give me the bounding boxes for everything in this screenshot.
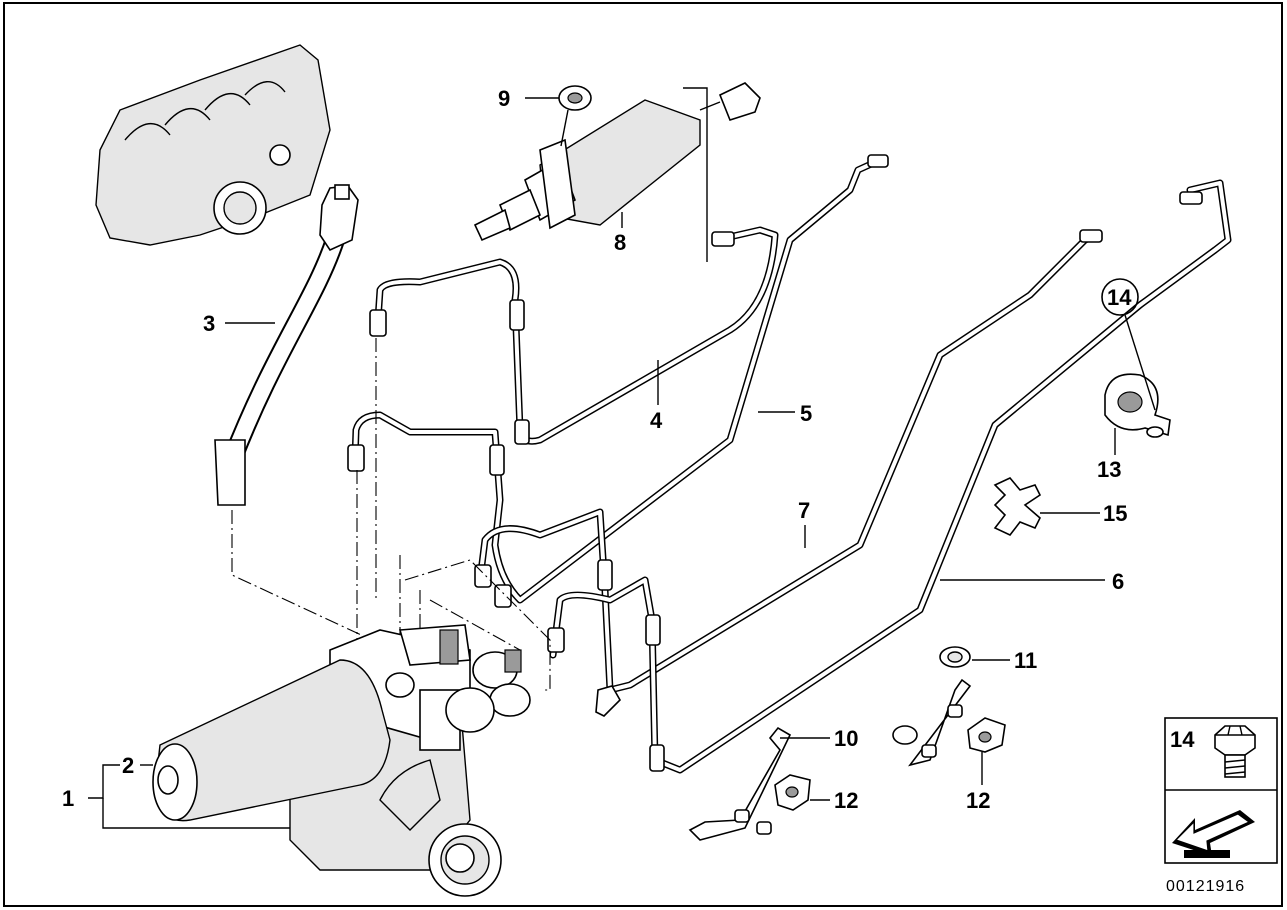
retainer-15: [993, 477, 1042, 536]
callout-14-circle: [1101, 278, 1139, 316]
callout-7: 7: [798, 498, 810, 523]
callout-14: 14: [1107, 285, 1132, 310]
callout-2: 2: [122, 753, 134, 778]
arrow-icon: [1172, 810, 1255, 858]
bracket-10: [688, 726, 792, 841]
callout-9: 9: [498, 86, 510, 111]
callout-15: 15: [1103, 501, 1127, 526]
callout-1: 1: [62, 786, 74, 811]
legend-bolt-label: 14: [1170, 727, 1195, 752]
pipe-6: [549, 179, 1232, 774]
diagram-frame: [3, 2, 1283, 907]
clamp-13: [1104, 373, 1171, 438]
leader-lines: [88, 97, 1156, 829]
assembly-lines: [231, 338, 551, 691]
legend-box: 14: [1164, 717, 1278, 864]
slave-cylinder-8: [473, 82, 761, 262]
pipe-fittings: [347, 154, 1203, 772]
document-number: 00121916: [1166, 878, 1245, 895]
callout-5: 5: [800, 401, 812, 426]
bracket-11: [892, 646, 972, 767]
engine-cover: [95, 44, 331, 246]
pipe-4: [374, 226, 779, 445]
nut-9: [558, 85, 592, 111]
callout-3: 3: [203, 311, 215, 336]
accumulator-2: [152, 659, 391, 822]
bolt-icon: [1214, 725, 1256, 778]
callout-8: 8: [614, 230, 626, 255]
callout-11: 11: [1014, 648, 1037, 673]
callouts: 1 2 3 4 5 6 7 8 9 10 11 12 12 13 14 15: [62, 86, 1139, 813]
clip-12b: [967, 717, 1006, 753]
callout-10: 10: [834, 726, 858, 751]
pipe-5: [351, 156, 884, 604]
hose-3: [214, 184, 359, 506]
callout-4: 4: [650, 408, 663, 433]
callout-12a: 12: [834, 788, 858, 813]
callout-13: 13: [1097, 457, 1121, 482]
callout-12b: 12: [966, 788, 990, 813]
pipe-7: [476, 231, 1102, 694]
callout-6: 6: [1112, 569, 1124, 594]
clip-12a: [774, 774, 811, 811]
